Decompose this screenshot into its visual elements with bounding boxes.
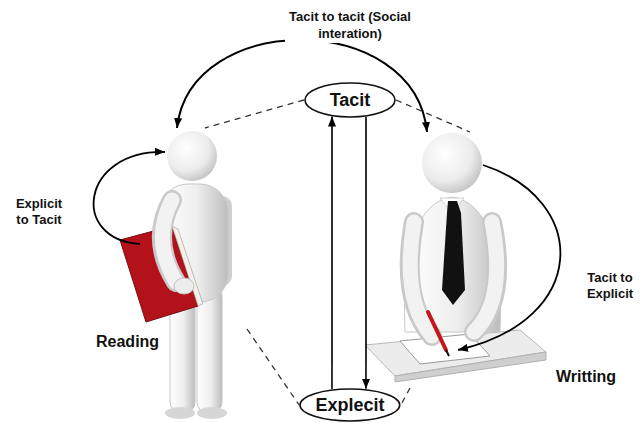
arm [410, 222, 432, 336]
down-arrow [365, 117, 367, 389]
front-arm [162, 200, 176, 282]
conversion-label: Explicit to Tacit [10, 196, 68, 228]
writing-figure: Writting [360, 132, 630, 388]
front-arm [162, 200, 176, 282]
node-text: Reading [96, 333, 159, 351]
dashed-link [401, 388, 410, 405]
head [422, 133, 482, 193]
dashed-link [396, 100, 470, 132]
head [167, 131, 217, 181]
hand [174, 278, 194, 294]
arm [474, 222, 497, 332]
dashed-link [247, 329, 299, 405]
foot [197, 407, 227, 419]
arm [474, 222, 497, 332]
reading-person [120, 131, 232, 419]
tacit-ellipse: Tacit [304, 82, 396, 118]
ellipse-shape [300, 389, 400, 421]
edge-label: Tacit to tacit (Social interation) [285, 7, 415, 43]
conversion-label: Tacit to Explicit [582, 270, 638, 302]
explicit-ellipse: Explecit [299, 388, 401, 422]
node-text: Tacit [330, 90, 371, 111]
loop-arrow [458, 165, 560, 350]
foot [165, 407, 195, 419]
arm [410, 222, 432, 336]
loop-arrow [94, 152, 165, 244]
social-interaction-arrow [177, 40, 427, 132]
reading-figure: Reading [92, 128, 247, 423]
node-text: Explecit [315, 395, 384, 416]
writing-person [365, 133, 546, 382]
tie [442, 201, 465, 305]
red-pen [428, 312, 446, 350]
dashed-link [205, 100, 304, 128]
up-arrow [331, 117, 333, 390]
torso [160, 184, 228, 302]
node-text: Writting [556, 368, 616, 386]
pen-tip [446, 350, 449, 356]
ellipse-shape [305, 83, 395, 117]
